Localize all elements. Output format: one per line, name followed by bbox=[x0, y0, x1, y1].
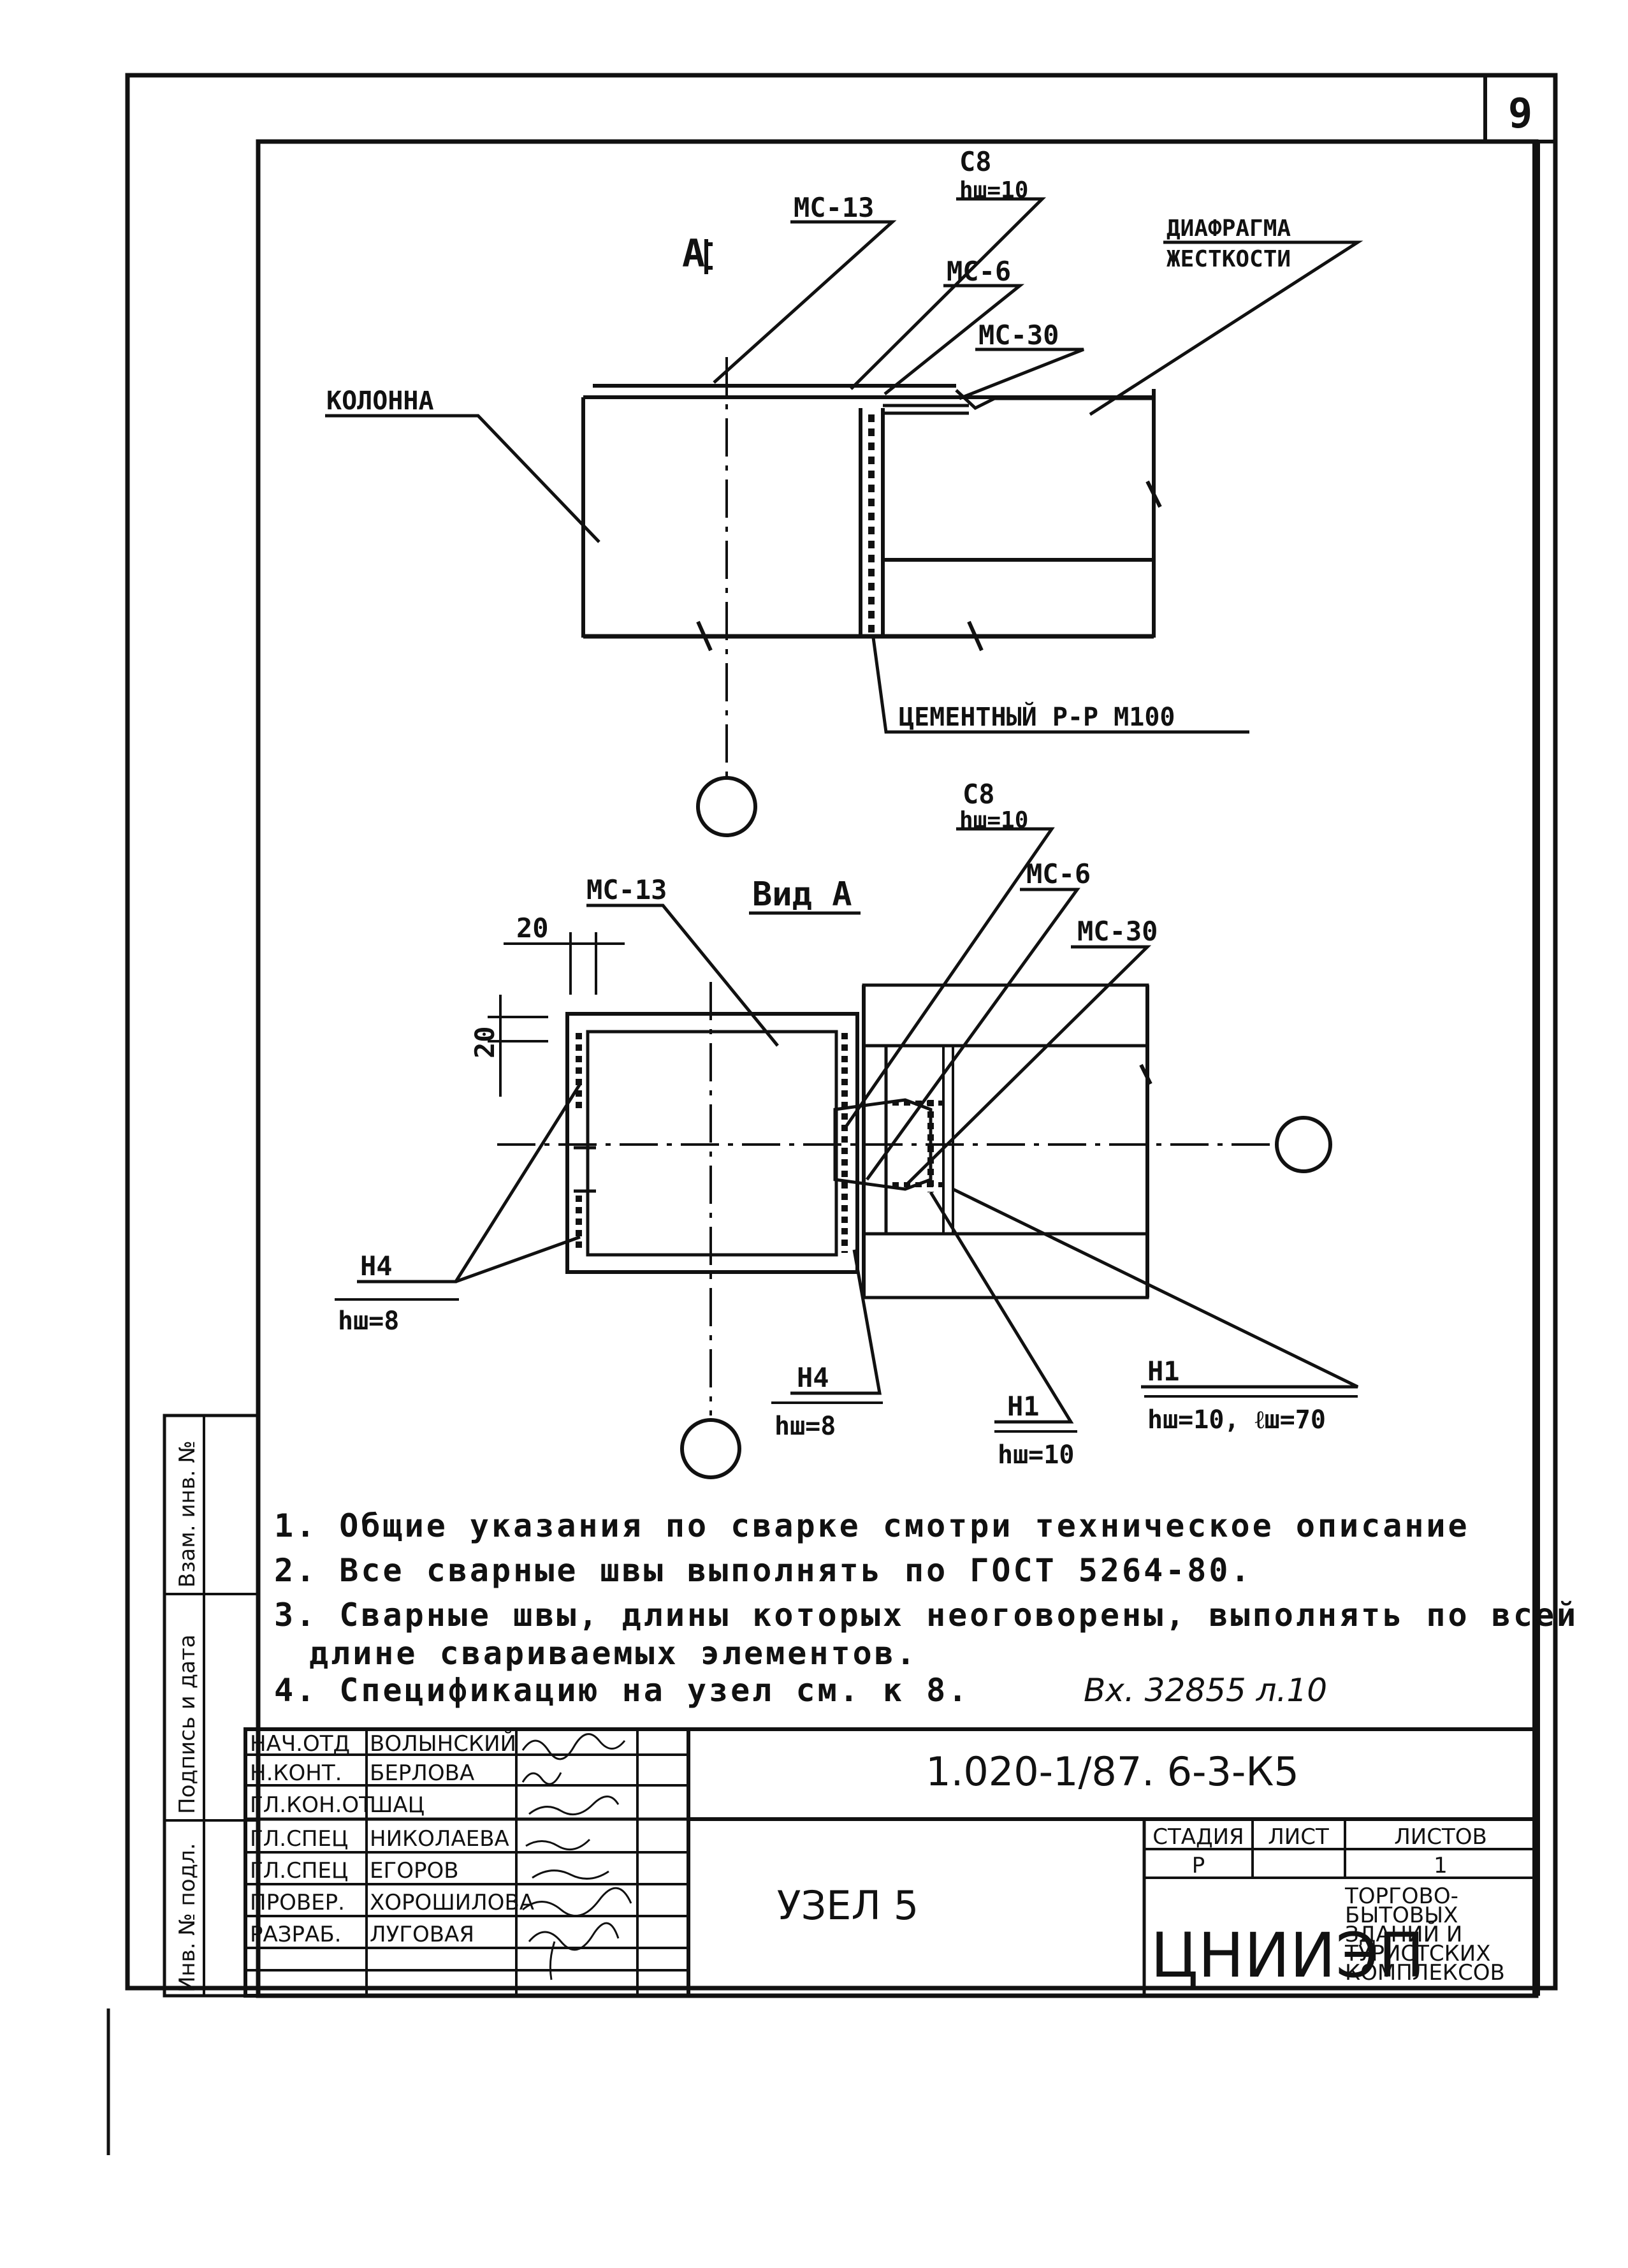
view-a-title: Вид А bbox=[752, 875, 852, 914]
doc-code: 1.020-1/87. 6-3-К5 bbox=[926, 1748, 1299, 1795]
label-hw10-b: hш=10 bbox=[998, 1440, 1074, 1470]
label-c8-top: С8 bbox=[959, 146, 992, 177]
label-hw-lw: hш=10, ℓш=70 bbox=[1147, 1405, 1326, 1435]
role-7: РАЗРАБ. bbox=[250, 1922, 341, 1947]
name-2: БЕРЛОВА bbox=[370, 1760, 474, 1786]
ref-note: Вх. 32855 л.10 bbox=[1084, 1672, 1327, 1709]
name-1: ВОЛЫНСКИЙ bbox=[370, 1730, 516, 1757]
sheets-value: 1 bbox=[1434, 1853, 1448, 1878]
section-drawing bbox=[325, 197, 1363, 837]
role-2: Н.КОНТ. bbox=[250, 1760, 342, 1786]
name-5: ЕГОРОВ bbox=[370, 1858, 459, 1884]
label-mc30-top: МС-30 bbox=[978, 319, 1059, 351]
org-desc-4: ТУРИСТСКИХ bbox=[1344, 1941, 1491, 1966]
note-1: 1. Общие указания по сварке смотри техни… bbox=[274, 1507, 1470, 1544]
label-mc13-top: МС-13 bbox=[794, 192, 874, 223]
name-3: ШАЦ bbox=[370, 1792, 425, 1818]
section-mark: А bbox=[682, 231, 705, 276]
label-c8-view: С8 bbox=[963, 779, 995, 810]
label-n4-mid: Н4 bbox=[797, 1362, 829, 1393]
label-hw10-top: hш=10 bbox=[959, 177, 1028, 203]
sheet-title: УЗЕЛ 5 bbox=[777, 1882, 919, 1929]
note-3-cont: длине свариваемых элементов. bbox=[309, 1635, 918, 1672]
role-3: ГЛ.КОН.ОТ bbox=[250, 1792, 372, 1818]
notes: 1. Общие указания по сварке смотри техни… bbox=[274, 1507, 1578, 1709]
label-n4-left: Н4 bbox=[360, 1250, 393, 1282]
stage-header: СТАДИЯ bbox=[1152, 1824, 1244, 1850]
sheet-header: ЛИСТ bbox=[1268, 1824, 1329, 1850]
inner-frame bbox=[256, 139, 1539, 1998]
title-block bbox=[243, 1727, 1538, 1998]
label-mc6-view: МС-6 bbox=[1026, 858, 1091, 889]
org-desc-5: КОМПЛЕКСОВ bbox=[1345, 1960, 1505, 1986]
label-hw10-view: hш=10 bbox=[959, 807, 1028, 833]
role-5: ГЛ.СПЕЦ bbox=[250, 1858, 348, 1884]
label-hw8-mid: hш=8 bbox=[774, 1412, 836, 1441]
org-logo: ЦНИИЭП bbox=[1151, 1920, 1425, 1991]
title-block-text: НАЧ.ОТД ВОЛЫНСКИЙ Н.КОНТ. БЕРЛОВА ГЛ.КОН… bbox=[250, 1730, 1505, 1991]
page-number: 9 bbox=[1508, 91, 1533, 138]
label-diaphragm-2: ЖЕСТКОСТИ bbox=[1166, 246, 1291, 272]
role-1: НАЧ.ОТД bbox=[250, 1731, 350, 1757]
label-n1-b: Н1 bbox=[1147, 1356, 1180, 1387]
sheets-header: ЛИСТОВ bbox=[1394, 1824, 1487, 1850]
note-4: 4. Спецификацию на узел см. к 8. bbox=[274, 1672, 970, 1709]
org-desc-2: БЫТОВЫХ bbox=[1345, 1903, 1458, 1928]
note-3: 3. Сварные швы, длины которых неоговорен… bbox=[274, 1597, 1578, 1634]
view-a-labels: Вид А МС-13 С8 hш=10 МС-6 МС-30 20 20 Н4… bbox=[335, 779, 1358, 1470]
dim-20-vertical: 20 bbox=[469, 1026, 500, 1058]
signatures bbox=[521, 1733, 632, 1980]
role-4: ГЛ.СПЕЦ bbox=[250, 1826, 348, 1852]
label-n1-a: Н1 bbox=[1007, 1391, 1040, 1422]
side-stamp: Инв. № подл. Подпись и дата Взам. инв. № bbox=[163, 1414, 260, 1998]
label-hw8-left: hш=8 bbox=[338, 1306, 399, 1336]
page-number-box bbox=[1483, 73, 1557, 143]
side-stamp-inv: Инв. № подл. bbox=[175, 1843, 200, 1993]
label-column: КОЛОННА bbox=[326, 386, 434, 416]
stage-value: Р bbox=[1192, 1853, 1205, 1878]
name-4: НИКОЛАЕВА bbox=[370, 1826, 509, 1852]
label-mc13-view: МС-13 bbox=[586, 874, 667, 905]
view-a-drawing bbox=[357, 827, 1359, 1479]
label-mc6-top: МС-6 bbox=[947, 256, 1011, 287]
name-6: ХОРОШИЛОВА bbox=[370, 1890, 534, 1915]
side-stamp-replace: Взам. инв. № bbox=[175, 1440, 200, 1588]
org-desc-1: ТОРГОВО- bbox=[1344, 1884, 1458, 1909]
role-6: ПРОВЕР. bbox=[250, 1890, 345, 1915]
name-7: ЛУГОВАЯ bbox=[370, 1922, 474, 1947]
label-cement: ЦЕМЕНТНЫЙ Р-Р М100 bbox=[899, 701, 1175, 732]
dim-20-horizontal: 20 bbox=[516, 912, 549, 944]
note-2: 2. Все сварные швы выполнять по ГОСТ 526… bbox=[274, 1552, 1253, 1589]
label-mc30-view: МС-30 bbox=[1077, 916, 1158, 947]
section-labels: А КОЛОННА МС-13 С8 hш=10 МС-6 МС-30 ДИАФ… bbox=[326, 146, 1291, 732]
org-desc-3: ЗДАНИЙ И bbox=[1345, 1921, 1462, 1947]
side-stamp-sign: Подпись и дата bbox=[175, 1634, 200, 1814]
label-diaphragm-1: ДИАФРАГМА bbox=[1166, 216, 1291, 242]
